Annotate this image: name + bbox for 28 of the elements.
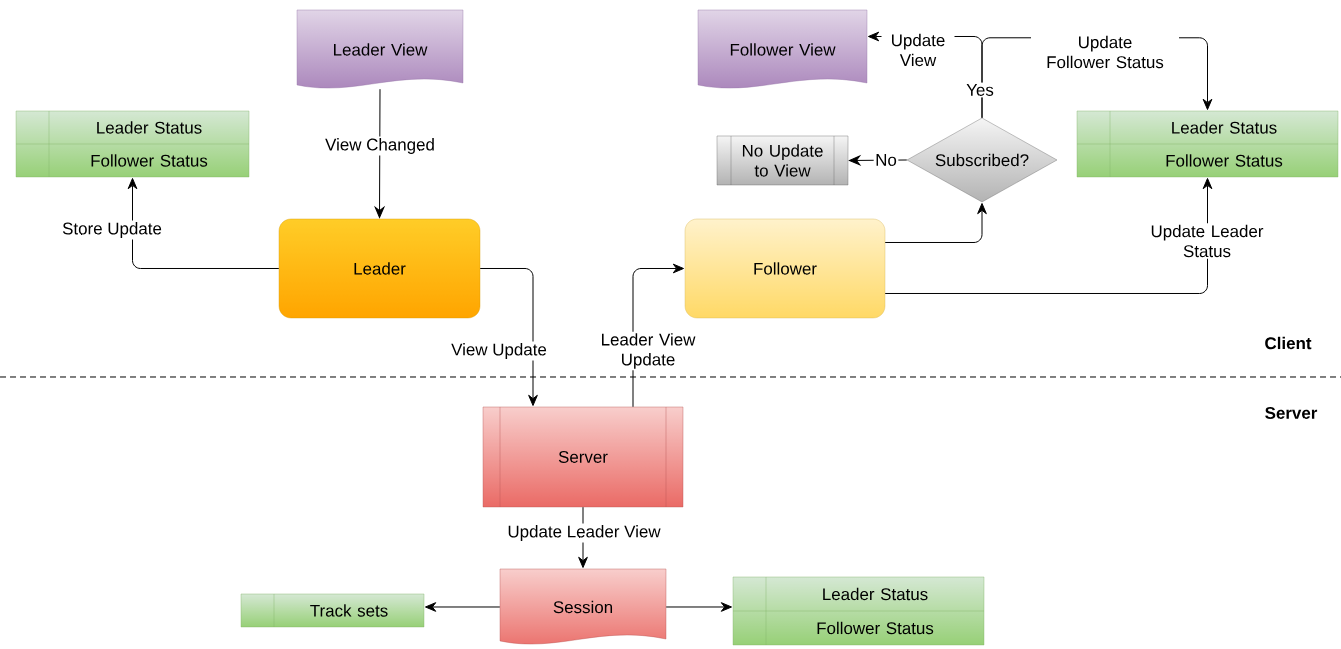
arrow: [884, 178, 1213, 294]
arrow: [884, 203, 987, 243]
arrow: [425, 602, 501, 612]
edge-label: Update Leader Status: [1143, 223, 1271, 259]
edge-label: Update Follower Status: [1031, 34, 1179, 70]
branch-label: Yes: [964, 82, 996, 98]
status-table: Track sets: [240, 593, 425, 628]
edge-label: Leader View Update: [591, 331, 705, 371]
edge-label: Update View: [881, 32, 955, 68]
process-box: Server: [482, 406, 684, 508]
rounded-box: Follower: [684, 218, 886, 319]
arrow: [578, 506, 588, 568]
rounded-box: Leader: [278, 218, 481, 319]
edge-label: Update Leader View: [505, 523, 663, 543]
arrow: [479, 268, 538, 406]
section-label: Client: [1263, 335, 1314, 351]
edge-label: View Changed: [323, 136, 437, 156]
edge-label: No: [873, 152, 899, 168]
edge-label: Store Update: [60, 220, 164, 240]
arrow: [665, 602, 733, 612]
status-table: Leader Status Follower Status: [1076, 110, 1339, 178]
edge-label: View Update: [449, 341, 549, 361]
status-table: Leader Status Follower Status: [15, 110, 250, 178]
arrow: [374, 88, 385, 218]
status-table: Leader Status Follower Status: [732, 576, 985, 646]
arrow: [127, 178, 280, 269]
section-label: Server: [1263, 405, 1319, 421]
process-box: No Update to View: [716, 135, 849, 186]
